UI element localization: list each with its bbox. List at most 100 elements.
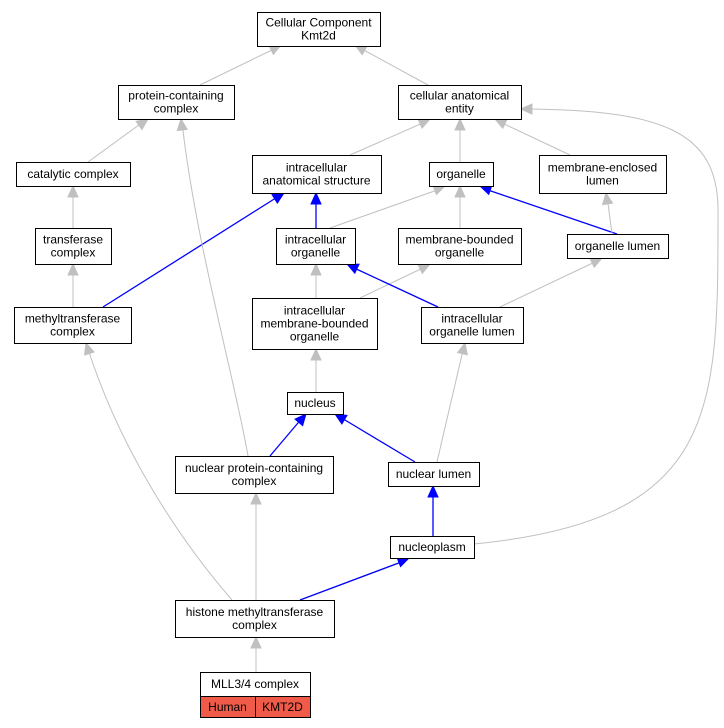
edge-mll34-complex-to-histone-methyltransferase-complex <box>250 635 262 672</box>
node-label-line: membrane-enclosed <box>548 161 657 175</box>
species-badge[interactable]: Human <box>200 696 256 718</box>
arrowhead-icon <box>454 184 466 198</box>
arrowhead-icon <box>176 117 189 132</box>
node-box <box>257 12 381 47</box>
node-label-line: methyltransferase <box>25 312 121 326</box>
node-label-line: organelle lumen <box>575 239 660 253</box>
edge-nuclear-lumen-to-intracellular-organelle-lumen <box>436 341 468 463</box>
edge-nuclear-protein-containing-complex-to-protein-containing-complex <box>176 117 249 457</box>
node-label-line: organelle <box>435 246 485 260</box>
node-box <box>421 307 524 344</box>
edge-intracellular-membrane-bounded-organelle-to-membrane-bounded-organelle <box>359 263 432 299</box>
node-label-line: intracellular <box>441 312 502 326</box>
edge-methyltransferase-complex-to-transferase-complex <box>67 262 79 307</box>
edge-nucleus-to-intracellular-membrane-bounded-organelle <box>310 347 322 392</box>
arrowhead-icon <box>250 491 262 505</box>
edge-intracellular-anatomical-structure-to-cellular-anatomical-entity <box>349 118 432 156</box>
node-box <box>287 392 344 415</box>
arrowhead-icon <box>310 347 322 361</box>
node-label-line: complex <box>232 474 277 488</box>
arrowhead-icon <box>135 118 149 131</box>
edge-line <box>349 121 426 156</box>
node-box <box>252 155 382 194</box>
node-label-line: transferase <box>43 233 103 247</box>
edge-line <box>199 47 277 86</box>
node-label-line: protein-containing <box>128 89 223 103</box>
gene-badge[interactable]: KMT2D <box>255 696 311 718</box>
edge-intracellular-membrane-bounded-organelle-to-intracellular-organelle <box>310 262 322 298</box>
node-label-line: catalytic complex <box>27 167 118 181</box>
edge-line <box>339 416 416 463</box>
arrowhead-icon <box>589 257 604 269</box>
node-organelle-lumen[interactable]: organelle lumen <box>567 234 669 259</box>
node-box <box>567 234 669 259</box>
node-label-line: intracellular <box>286 161 347 175</box>
arrowhead-icon <box>345 263 360 275</box>
node-label-line: intracellular <box>284 304 345 318</box>
badge-label: KMT2D <box>262 700 303 714</box>
arrowhead-icon <box>333 413 348 425</box>
node-label-line: organelle <box>290 330 340 344</box>
node-label-line: MLL3/4 complex <box>211 677 299 691</box>
edge-line <box>436 345 465 463</box>
node-label-line: intracellular <box>285 233 346 247</box>
node-label-line: complex <box>232 618 277 632</box>
node-label-line: nucleus <box>294 396 335 410</box>
node-mll34-complex[interactable]: MLL3/4 complex <box>200 672 311 697</box>
node-catalytic-complex[interactable]: catalytic complex <box>16 162 131 187</box>
node-label-line: membrane-bounded <box>260 317 368 331</box>
edge-line <box>359 47 429 86</box>
node-nuclear-lumen[interactable]: nuclear lumen <box>388 462 480 487</box>
arrowhead-icon <box>83 341 95 356</box>
node-label-line: complex <box>51 246 96 260</box>
node-box <box>14 307 132 344</box>
node-label-line: organelle <box>291 246 341 260</box>
node-box <box>398 228 522 265</box>
node-organelle[interactable]: organelle <box>429 162 494 187</box>
edge-membrane-bounded-organelle-to-organelle <box>454 184 466 228</box>
arrowhead-icon <box>427 484 439 498</box>
arrowhead-icon <box>519 103 533 115</box>
node-box <box>429 162 494 187</box>
edge-line <box>351 266 439 308</box>
arrowhead-icon <box>417 263 432 275</box>
edge-line <box>87 121 144 163</box>
arrowhead-icon <box>294 413 307 427</box>
edge-histone-methyltransferase-complex-to-nuclear-protein-containing-complex <box>250 491 262 600</box>
edge-line <box>86 345 233 601</box>
node-label-line: complex <box>50 325 95 339</box>
node-nucleoplasm[interactable]: nucleoplasm <box>390 536 475 559</box>
edge-line <box>499 121 571 156</box>
node-label-line: Cellular Component <box>265 16 372 30</box>
node-label-line: nuclear protein-containing <box>185 461 323 475</box>
node-box <box>539 155 667 194</box>
arrowhead-icon <box>310 262 322 276</box>
arrowhead-icon <box>271 192 286 205</box>
edge-transferase-complex-to-catalytic-complex <box>67 184 79 228</box>
edge-cellular-anatomical-entity-to-cellular-component <box>353 44 429 86</box>
node-label-line: nucleoplasm <box>398 540 465 554</box>
edge-line <box>102 195 280 308</box>
node-box <box>175 456 334 494</box>
arrowhead-icon <box>601 191 614 206</box>
node-box <box>16 162 131 187</box>
node-label-line: organelle lumen <box>429 325 514 339</box>
edge-line <box>299 560 405 601</box>
edge-membrane-enclosed-lumen-to-cellular-anatomical-entity <box>493 118 571 156</box>
node-nucleus[interactable]: nucleus <box>287 392 344 415</box>
